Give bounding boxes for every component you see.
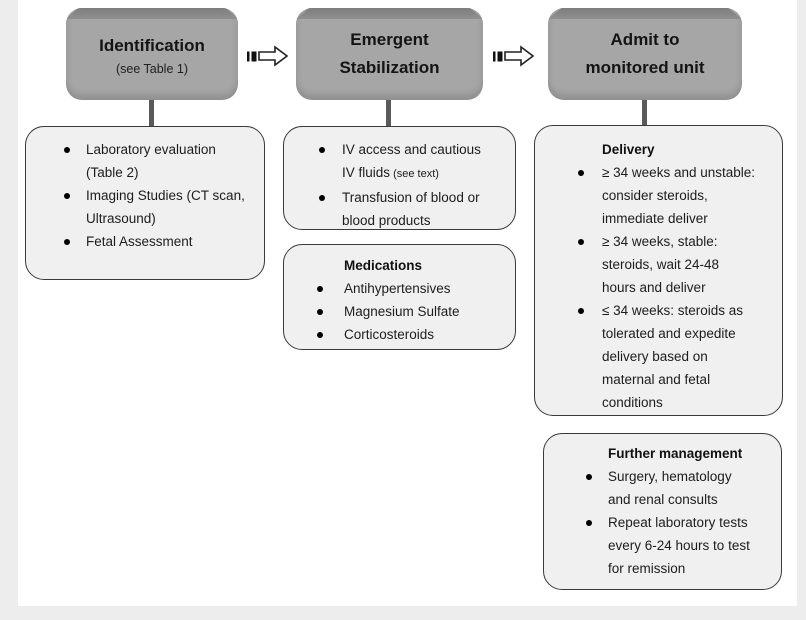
bullet-item: Laboratory evaluation (Table 2) (26, 138, 264, 184)
bullet-list: Laboratory evaluation (Table 2) Imaging S… (26, 138, 264, 253)
bullet-list: ≥ 34 weeks and unstable: consider steroi… (535, 161, 782, 414)
bullet-text: Corticosteroids (344, 327, 435, 342)
bullet-dot-icon (586, 473, 592, 480)
header-bevel (548, 8, 742, 19)
small-note: (see text) (390, 168, 439, 180)
header-bevel (296, 8, 483, 19)
box-delivery: Delivery ≥ 34 weeks and unstable: consid… (534, 125, 783, 416)
bullet-item: ≤ 34 weeks: steroids as tolerated and ex… (535, 299, 782, 414)
stage-title: Admit to monitored unit (585, 30, 705, 77)
header-bevel (66, 8, 238, 19)
bullet-dot-icon (317, 331, 323, 338)
box-title: Further management (608, 446, 743, 461)
box-stabilization-actions: IV access and cautious IV fluids (see te… (283, 126, 516, 230)
bullet-dot-icon (586, 519, 592, 526)
bullet-text: IV access and cautious IV fluids (see te… (342, 142, 481, 180)
bullet-item: Repeat laboratory tests every 6-24 hours… (544, 511, 781, 580)
bullet-list: IV access and cautious IV fluids (see te… (284, 138, 515, 232)
stage-header-identification: Identification (see Table 1) (66, 8, 238, 100)
stage-header-admit-to-monitored-unit: Admit to monitored unit (548, 8, 742, 100)
bullet-text: Transfusion of blood or blood products (342, 190, 480, 228)
bullet-dot-icon (578, 307, 584, 314)
bullet-dot-icon (64, 238, 70, 245)
bullet-dot-icon (64, 192, 70, 199)
bullet-item: Transfusion of blood or blood products (284, 186, 515, 232)
bullet-item: Imaging Studies (CT scan, Ultrasound) (26, 184, 264, 230)
bullet-text: ≤ 34 weeks: steroids as tolerated and ex… (602, 303, 743, 410)
bullet-dot-icon (64, 146, 70, 153)
box-further-management: Further management Surgery, hematology a… (543, 433, 782, 590)
bullet-text: ≥ 34 weeks and unstable: consider steroi… (602, 165, 756, 226)
connector-line (642, 98, 647, 129)
bullet-text: Fetal Assessment (86, 234, 193, 249)
stage-header-emergent-stabilization: Emergent Stabilization (296, 8, 483, 100)
striped-right-arrow-icon (493, 45, 535, 67)
bullet-dot-icon (578, 169, 584, 176)
bullet-item: Surgery, hematology and renal consults (544, 465, 781, 511)
bullet-dot-icon (317, 308, 323, 315)
striped-right-arrow-icon (247, 45, 289, 67)
bullet-text: Imaging Studies (CT scan, Ultrasound) (86, 188, 245, 226)
bullet-item: Fetal Assessment (26, 230, 264, 253)
bullet-dot-icon (578, 238, 584, 245)
stage-title: Identification (99, 36, 205, 55)
bullet-item: Antihypertensives (284, 277, 515, 300)
bullet-text: Antihypertensives (344, 281, 451, 296)
bullet-dot-icon (319, 146, 325, 153)
bullet-item: IV access and cautious IV fluids (see te… (284, 138, 515, 186)
connector-line (386, 98, 391, 130)
bullet-item: Corticosteroids (284, 323, 515, 346)
bullet-item: ≥ 34 weeks and unstable: consider steroi… (535, 161, 782, 230)
bullet-text: ≥ 34 weeks, stable: steroids, wait 24-48… (602, 234, 720, 295)
bullet-text: Surgery, hematology and renal consults (608, 469, 732, 507)
bullet-text: Laboratory evaluation (Table 2) (86, 142, 216, 180)
bullet-item: Magnesium Sulfate (284, 300, 515, 323)
bullet-item: ≥ 34 weeks, stable: steroids, wait 24-48… (535, 230, 782, 299)
stage-title: Emergent Stabilization (339, 30, 440, 77)
box-title: Medications (344, 258, 423, 273)
bullet-dot-icon (317, 285, 323, 292)
box-title: Delivery (602, 142, 655, 157)
stage-subtitle: (see Table 1) (115, 62, 189, 76)
bullet-text: Magnesium Sulfate (344, 304, 460, 319)
box-identification-workup: Laboratory evaluation (Table 2) Imaging S… (25, 126, 265, 280)
bullet-text: Repeat laboratory tests every 6-24 hours… (608, 515, 750, 576)
connector-line (149, 98, 154, 130)
bullet-dot-icon (319, 194, 325, 201)
